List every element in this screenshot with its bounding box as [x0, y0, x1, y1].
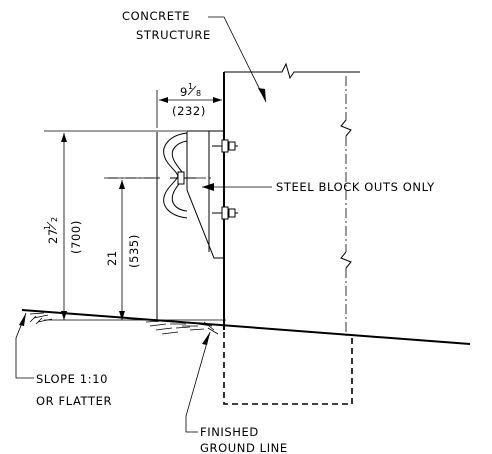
- concrete-structure-label-line1: CONCRETE: [122, 9, 190, 23]
- mid-height-dimension: 21 (535): [104, 177, 160, 320]
- concrete-structure-leader: [208, 16, 267, 103]
- slope-arrowhead: [19, 313, 26, 326]
- concrete-structure: [223, 62, 360, 405]
- mid-height-arrow-bottom: [119, 311, 125, 320]
- rail-height-imperial-whole: 27: [46, 228, 60, 244]
- concrete-structure-label-line2: STRUCTURE: [136, 28, 211, 42]
- lower-bolt: [212, 206, 238, 220]
- concrete-structure-arrowhead: [258, 88, 266, 102]
- offset-imperial-numerator: 1: [188, 82, 194, 91]
- rail-height-dimension: 27 1 2 (700): [43, 130, 186, 320]
- offset-imperial-denominator: 8: [196, 89, 202, 98]
- rail-height-fraction-bar: [46, 221, 57, 231]
- slope-leader: [15, 312, 34, 379]
- structure-break-symbol-upper: [340, 119, 352, 137]
- ground-hatch-right: [203, 321, 219, 335]
- offset-imperial-whole: 9: [180, 85, 188, 99]
- steel-blockout-outline: [186, 130, 225, 259]
- ground-slope-line: [21, 309, 471, 345]
- ground: [21, 309, 471, 345]
- offset-dimension: 9 1 8 (232): [156, 82, 222, 128]
- offset-fraction-bar: [187, 85, 197, 96]
- ground-hatch-middle: [145, 320, 213, 335]
- w-beam-rail: [108, 132, 212, 219]
- steel-block-outs-label: STEEL BLOCK OUTS ONLY: [276, 180, 435, 194]
- steel-blockout: [186, 130, 238, 259]
- offset-arrow-right: [213, 97, 222, 103]
- rail-height-metric: (700): [69, 220, 83, 254]
- finished-ground-callout: FINISHED GROUND LINE: [185, 331, 288, 454]
- upper-bolt: [212, 139, 238, 153]
- steel-block-outs-callout: STEEL BLOCK OUTS ONLY: [202, 180, 435, 194]
- concrete-structure-callout: CONCRETE STRUCTURE: [122, 9, 267, 103]
- structure-buried-foundation: [223, 332, 353, 405]
- structure-top-break-line: [224, 62, 360, 80]
- finished-ground-label-line1: FINISHED: [200, 425, 259, 439]
- slope-callout: SLOPE 1:10 OR FLATTER: [15, 312, 112, 408]
- ground-hatch-left: [29, 312, 53, 325]
- structure-break-symbol-lower: [340, 251, 352, 269]
- slope-label-line1: SLOPE 1:10: [36, 372, 108, 386]
- offset-arrow-left: [159, 97, 168, 103]
- offset-metric: (232): [172, 104, 206, 118]
- mid-height-arrow-top: [119, 180, 125, 189]
- steel-block-outs-arrowhead: [202, 183, 214, 191]
- rail-height-arrow-top: [61, 133, 67, 142]
- finished-ground-leader: [185, 331, 211, 433]
- finished-ground-label-line2: GROUND LINE: [200, 441, 288, 454]
- finished-ground-arrowhead: [202, 332, 210, 345]
- mid-height-imperial: 21: [105, 250, 119, 266]
- rail-height-imperial-denominator: 2: [50, 216, 59, 222]
- slope-label-line2: OR FLATTER: [36, 394, 112, 408]
- mid-height-metric: (535): [127, 234, 141, 268]
- rail-bolt-nut: [177, 171, 185, 185]
- rail-height-imperial-numerator: 1: [43, 224, 52, 230]
